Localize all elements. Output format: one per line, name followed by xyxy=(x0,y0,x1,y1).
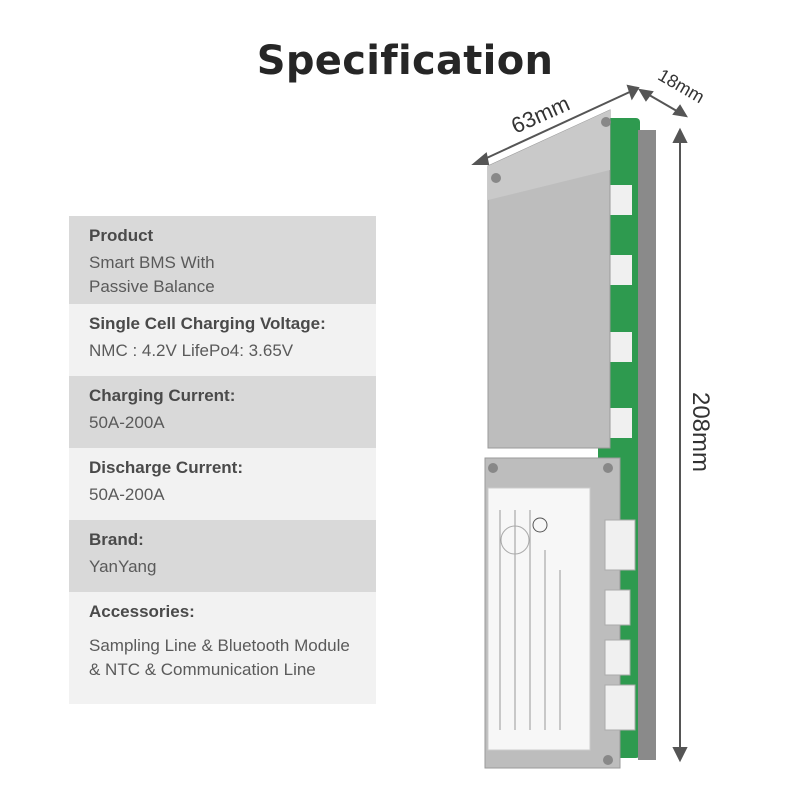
bms-board-illustration xyxy=(471,84,688,769)
spec-row-charging-current: Charging Current: 50A-200A xyxy=(69,376,376,448)
spec-label: Discharge Current: xyxy=(89,458,243,477)
height-dimension-label: 208mm xyxy=(687,391,715,473)
spec-row-brand: Brand: YanYang xyxy=(69,520,376,592)
spec-label: Single Cell Charging Voltage: xyxy=(89,314,326,333)
spec-value: NMC : 4.2V LifePo4: 3.65V xyxy=(89,341,294,360)
spec-row-accessories: Accessories: Sampling Line & Bluetooth M… xyxy=(69,592,376,704)
spec-label: Accessories: xyxy=(89,602,195,621)
spec-label: Charging Current: xyxy=(89,386,236,405)
spec-value: 50A-200A xyxy=(89,485,165,504)
spec-value: YanYang xyxy=(89,557,157,576)
spec-label: Product xyxy=(89,226,154,245)
spec-row-voltage: Single Cell Charging Voltage: NMC : 4.2V… xyxy=(69,304,376,376)
spec-row-discharge-current: Discharge Current: 50A-200A xyxy=(69,448,376,520)
spec-value: Smart BMS With Passive Balance xyxy=(89,253,215,296)
spec-value: 50A-200A xyxy=(89,413,165,432)
spec-value: Sampling Line & Bluetooth Module & NTC &… xyxy=(89,636,350,679)
spec-row-product: Product Smart BMS With Passive Balance xyxy=(69,216,376,304)
page-title: Specification xyxy=(256,38,554,84)
spec-table: Product Smart BMS With Passive Balance S… xyxy=(69,216,376,704)
spec-label: Brand: xyxy=(89,530,144,549)
bms-product-image: 63mm 18mm 208mm xyxy=(460,65,800,800)
